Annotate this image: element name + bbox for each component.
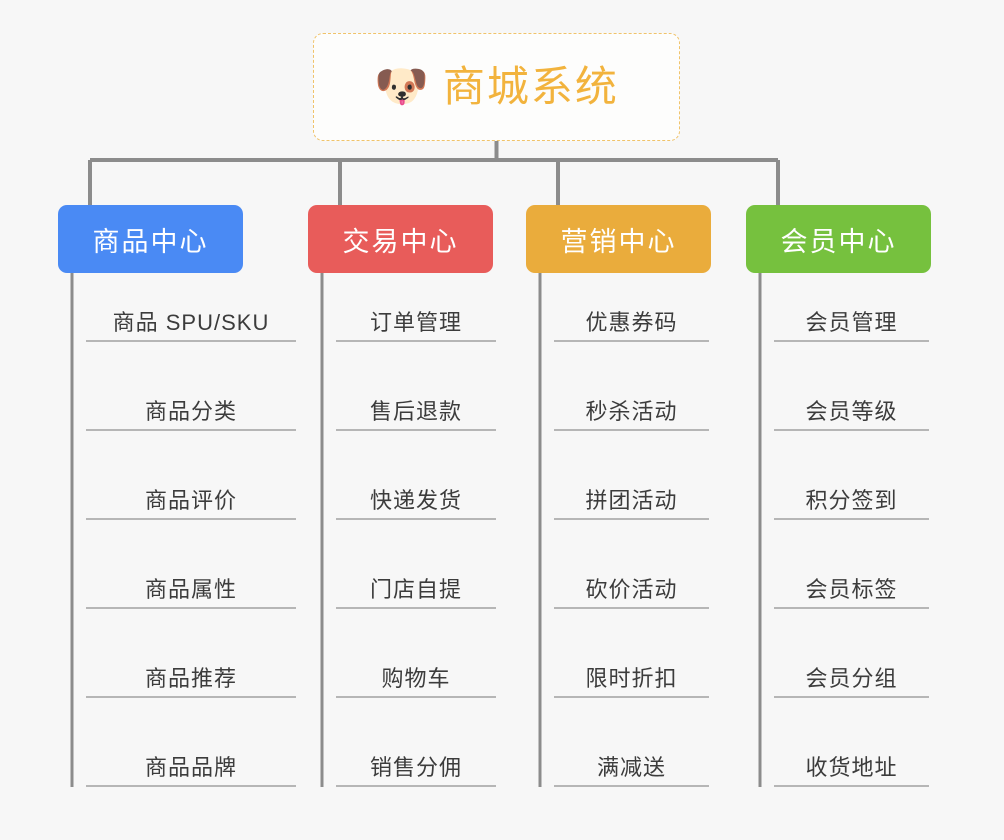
leaf-item-product-center-1[interactable]: 商品 SPU/SKU: [86, 300, 296, 342]
leaf-item-member-center-5[interactable]: 会员分组: [774, 656, 929, 698]
leaf-item-trade-center-6[interactable]: 销售分佣: [336, 745, 496, 787]
category-label: 会员中心: [780, 226, 897, 257]
leaf-item-product-center-3[interactable]: 商品评价: [86, 478, 296, 520]
leaf-label: 商品分类: [144, 399, 237, 424]
leaf-item-marketing-center-5[interactable]: 限时折扣: [554, 656, 709, 698]
leaf-label: 商品品牌: [144, 755, 237, 780]
category-box-marketing-center[interactable]: 营销中心: [526, 205, 711, 273]
leaf-item-trade-center-5[interactable]: 购物车: [336, 656, 496, 698]
leaf-label: 收货地址: [805, 755, 898, 780]
leaf-label: 售后退款: [369, 399, 462, 424]
leaf-label: 砍价活动: [585, 577, 678, 602]
leaf-label: 购物车: [381, 666, 451, 691]
leaf-label: 秒杀活动: [585, 399, 678, 424]
category-label: 商品中心: [92, 226, 209, 257]
leaf-label: 满减送: [596, 755, 666, 780]
leaf-item-member-center-2[interactable]: 会员等级: [774, 389, 929, 431]
leaf-item-member-center-1[interactable]: 会员管理: [774, 300, 929, 342]
category-box-trade-center[interactable]: 交易中心: [308, 205, 493, 273]
leaf-label: 快递发货: [369, 488, 462, 513]
leaf-label: 销售分佣: [369, 755, 462, 780]
leaf-label: 限时折扣: [585, 666, 678, 691]
leaf-item-trade-center-4[interactable]: 门店自提: [336, 567, 496, 609]
leaf-item-product-center-2[interactable]: 商品分类: [86, 389, 296, 431]
leaf-item-product-center-6[interactable]: 商品品牌: [86, 745, 296, 787]
leaf-label: 商品属性: [144, 577, 237, 602]
leaf-item-trade-center-2[interactable]: 售后退款: [336, 389, 496, 431]
leaf-item-member-center-3[interactable]: 积分签到: [774, 478, 929, 520]
category-label: 交易中心: [342, 226, 459, 257]
leaf-label: 拼团活动: [585, 488, 678, 513]
leaf-item-member-center-6[interactable]: 收货地址: [774, 745, 929, 787]
leaf-item-product-center-5[interactable]: 商品推荐: [86, 656, 296, 698]
leaf-label: 会员分组: [805, 666, 898, 691]
leaf-item-marketing-center-4[interactable]: 砍价活动: [554, 567, 709, 609]
leaf-label: 优惠券码: [585, 310, 678, 335]
leaf-label: 门店自提: [369, 577, 462, 602]
leaf-item-marketing-center-3[interactable]: 拼团活动: [554, 478, 709, 520]
leaf-item-product-center-4[interactable]: 商品属性: [86, 567, 296, 609]
leaf-item-marketing-center-1[interactable]: 优惠券码: [554, 300, 709, 342]
leaf-item-trade-center-3[interactable]: 快递发货: [336, 478, 496, 520]
leaf-item-marketing-center-2[interactable]: 秒杀活动: [554, 389, 709, 431]
leaf-label: 商品 SPU/SKU: [112, 310, 270, 335]
shiba-dog-face-icon: 🐶: [374, 62, 429, 111]
category-box-product-center[interactable]: 商品中心: [58, 205, 243, 273]
leaf-label: 会员等级: [805, 399, 898, 424]
leaf-label: 会员管理: [805, 310, 898, 335]
leaf-label: 商品推荐: [144, 666, 237, 691]
root-title: 商城系统: [442, 63, 619, 110]
leaf-item-trade-center-1[interactable]: 订单管理: [336, 300, 496, 342]
leaf-item-marketing-center-6[interactable]: 满减送: [554, 745, 709, 787]
leaf-label: 会员标签: [805, 577, 898, 602]
leaf-label: 积分签到: [805, 488, 898, 513]
category-label: 营销中心: [560, 226, 677, 257]
leaf-label: 订单管理: [369, 310, 462, 335]
root-node[interactable]: 🐶 商城系统: [313, 33, 680, 141]
leaf-label: 商品评价: [144, 488, 237, 513]
category-box-member-center[interactable]: 会员中心: [746, 205, 931, 273]
leaf-item-member-center-4[interactable]: 会员标签: [774, 567, 929, 609]
